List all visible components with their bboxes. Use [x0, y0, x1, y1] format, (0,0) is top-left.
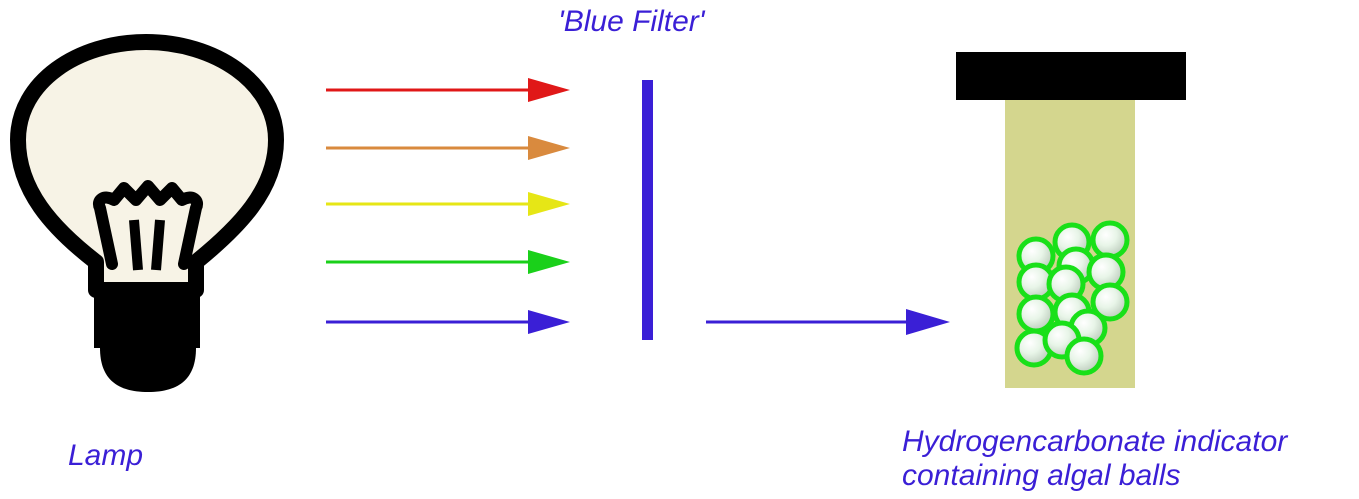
arrowhead-yellow — [528, 192, 570, 216]
bulb-glass — [10, 34, 284, 298]
transmitted-blue-ray — [706, 309, 950, 335]
bulb-base — [94, 290, 200, 348]
test-tube-icon — [956, 52, 1186, 388]
algal-ball — [1090, 220, 1130, 260]
arrowhead-green — [528, 250, 570, 274]
algal-ball — [1016, 294, 1056, 334]
indicator-label-line2: containing algal balls — [902, 459, 1181, 492]
arrowhead-orange — [528, 136, 570, 160]
ray-orange — [326, 136, 570, 160]
arrowhead-red — [528, 78, 570, 102]
ray-blue — [326, 310, 570, 334]
bulb-cap — [100, 348, 196, 392]
ray-red — [326, 78, 570, 102]
arrowhead-blue — [528, 310, 570, 334]
incoming-rays — [326, 78, 570, 334]
bulb-filament — [93, 180, 203, 270]
blue-filter — [642, 80, 653, 340]
algal-balls — [1014, 220, 1130, 376]
ray-yellow — [326, 192, 570, 216]
ray-green — [326, 250, 570, 274]
filter-label: 'Blue Filter' — [558, 5, 705, 38]
algal-ball — [1090, 282, 1130, 322]
algal-ball — [1064, 336, 1104, 376]
filament-support-right — [151, 219, 165, 271]
tube-stopper — [956, 52, 1186, 100]
light-bulb-icon — [10, 34, 284, 392]
arrowhead-transmitted — [906, 309, 950, 335]
filament-support-left — [129, 219, 143, 271]
indicator-label-line1: Hydrogencarbonate indicator — [902, 425, 1288, 458]
lamp-label: Lamp — [68, 439, 144, 472]
